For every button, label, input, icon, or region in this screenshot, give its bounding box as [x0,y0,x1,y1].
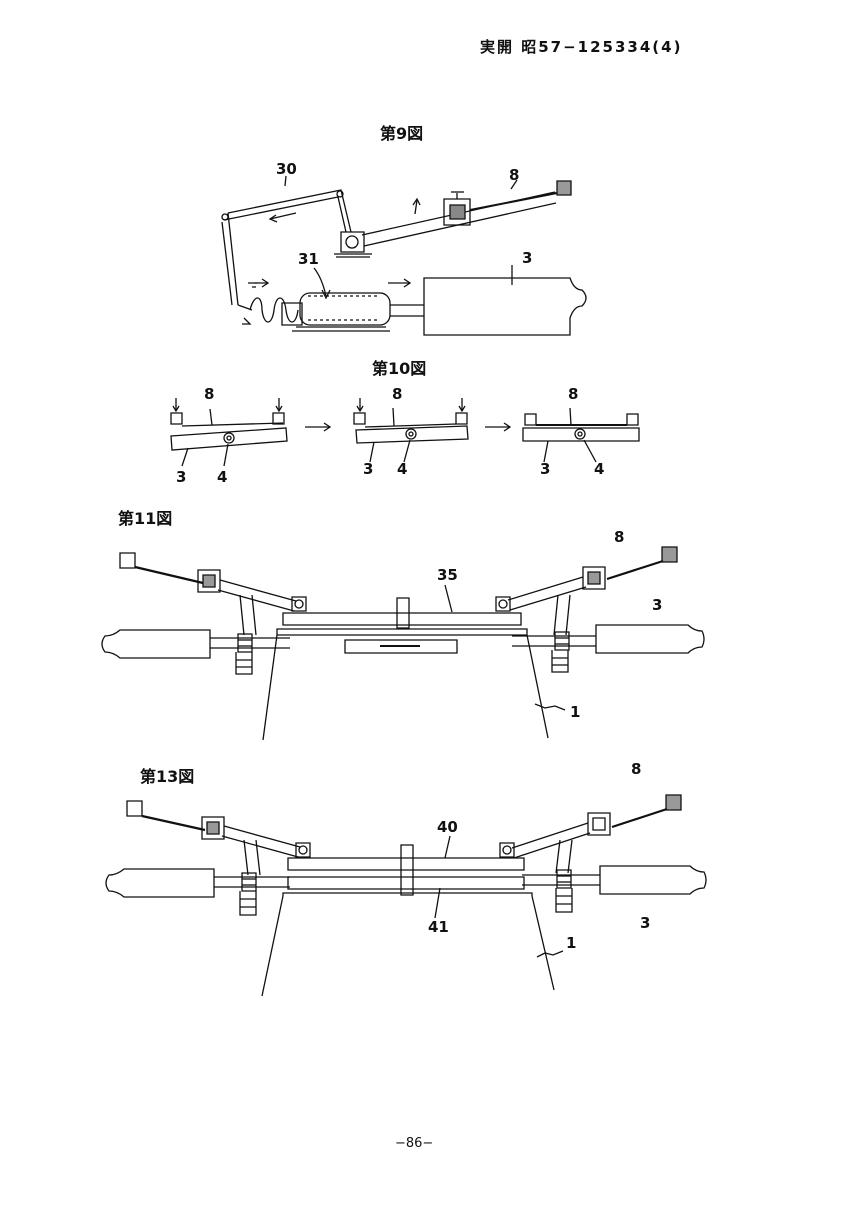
fig13-label-8: 8 [631,760,641,778]
fig10c-label-4: 4 [594,460,604,478]
fig10c-label-8: 8 [568,385,578,403]
fig11-label-35: 35 [437,566,458,584]
fig11-label-1: 1 [570,703,580,721]
fig11-label-3: 3 [652,596,662,614]
fig9-label-31: 31 [298,250,319,268]
fig9-label-3: 3 [522,249,532,267]
fig10b-label-4: 4 [397,460,407,478]
page-number: −86− [395,1136,433,1151]
fig13-label-3: 3 [640,914,650,932]
fig10b-label-3: 3 [363,460,373,478]
fig10a-label-8: 8 [204,385,214,403]
fig13-drawing [106,795,706,996]
fig13-label-41: 41 [428,918,449,936]
fig9-label-30: 30 [276,160,297,178]
fig13-label-40: 40 [437,818,458,836]
fig13-label-1: 1 [566,934,576,952]
fig10c-label-3: 3 [540,460,550,478]
fig10a-label-3: 3 [176,468,186,486]
fig9-label-8: 8 [509,166,519,184]
fig10b-label-8: 8 [392,385,402,403]
fig11-drawing [102,547,704,740]
fig10-drawing [171,398,639,466]
fig11-label-8: 8 [614,528,624,546]
fig10a-label-4: 4 [217,468,227,486]
